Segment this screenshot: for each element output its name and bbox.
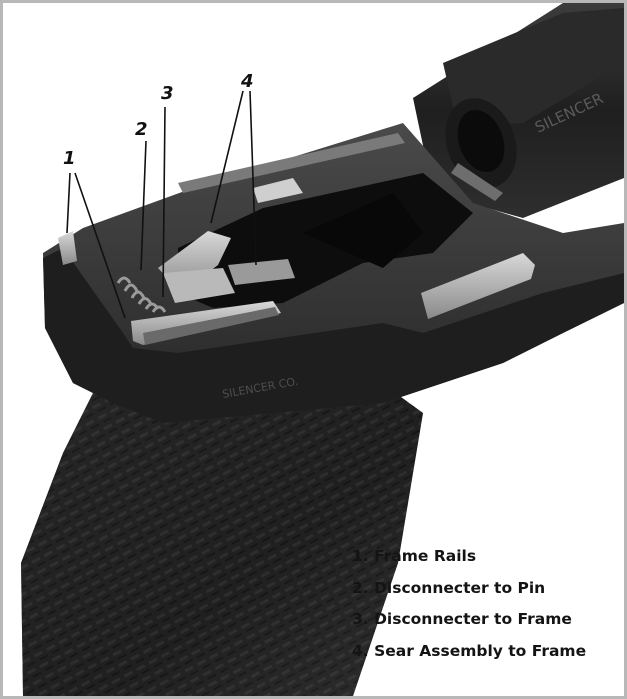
callout-legend: 1. Frame Rails 2. Disconnecter to Pin 3.… [352, 541, 586, 667]
legend-item: 2. Disconnecter to Pin [352, 578, 546, 597]
disconnector-spring [116, 276, 167, 313]
slide-stop-lever [421, 253, 535, 319]
legend-item: 3. Disconnecter to Frame [352, 610, 572, 628]
leader-lines [66, 90, 257, 319]
callout-3: 3 [161, 83, 174, 104]
legend-item: 1. Frame Rails [352, 547, 477, 565]
callout-2: 2 [135, 119, 148, 140]
pistol-frame-photo: SILENCER SILENCER CO. [3, 3, 624, 696]
legend-item: 4. Sear Assembly to Frame [352, 641, 587, 660]
callout-1: 1 [63, 148, 76, 169]
callout-4: 4 [241, 71, 254, 92]
frame-rail-left [58, 231, 77, 265]
